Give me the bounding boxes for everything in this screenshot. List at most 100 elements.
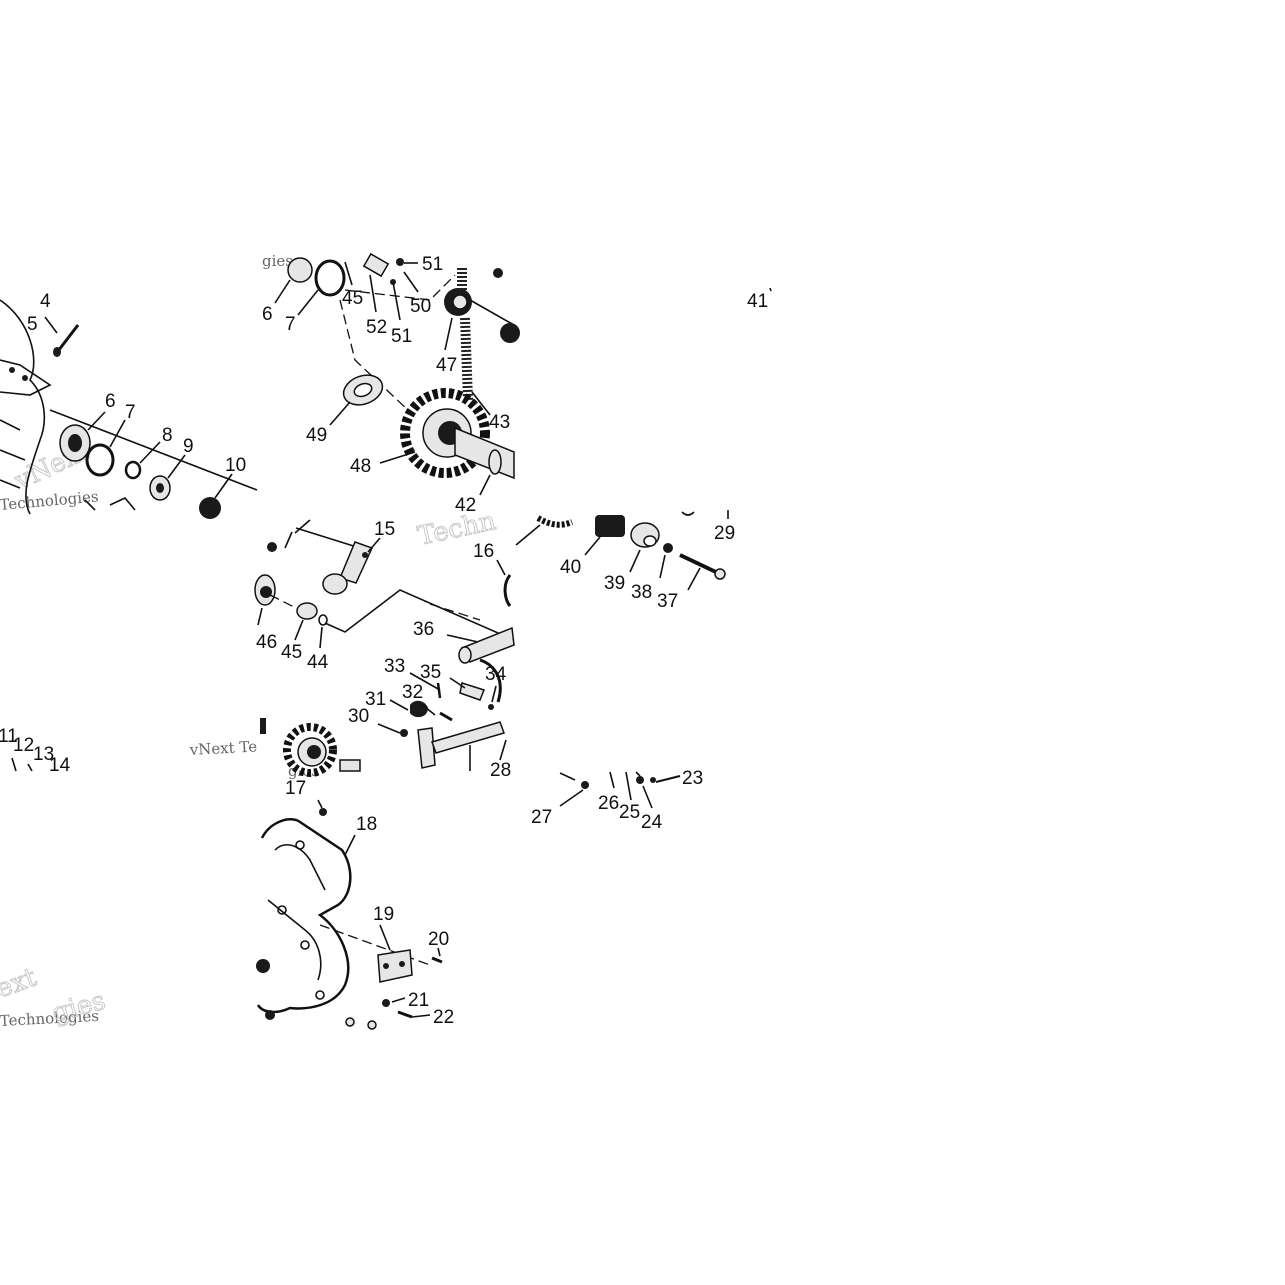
leader-line — [319, 626, 323, 649]
part-label: 44 — [307, 652, 329, 673]
gear-cover — [256, 818, 352, 1014]
leader-line — [629, 549, 641, 573]
clip — [410, 700, 428, 718]
leader-line — [294, 519, 311, 534]
leader-line — [609, 771, 615, 789]
leader-line — [584, 536, 601, 556]
leader-line — [377, 723, 401, 734]
leader-line — [499, 739, 507, 761]
thrust-washer-hole — [353, 382, 373, 398]
part-label: 40 — [560, 557, 581, 578]
shift-fork-arm — [479, 658, 502, 703]
washer — [663, 543, 673, 553]
leader-line — [367, 537, 381, 553]
leader-line — [369, 274, 377, 313]
shift-rod — [324, 589, 515, 641]
part-label: 25 — [619, 802, 640, 823]
tile-3: 41 — [747, 287, 772, 312]
part-label: 23 — [682, 768, 703, 789]
bolt-head — [319, 808, 327, 816]
part-label: 43 — [489, 412, 510, 433]
bolt-head — [488, 704, 494, 710]
part-label: 6 — [105, 391, 116, 412]
bolt — [436, 682, 442, 699]
watermark-text: Technologies — [0, 487, 99, 514]
leader-line — [379, 451, 416, 464]
bushing-bore — [643, 535, 657, 547]
part-label: 38 — [631, 582, 652, 603]
shaft-axis-line — [469, 299, 515, 326]
sprocket-fragment — [493, 268, 503, 278]
fragment-parts — [84, 497, 136, 511]
link-rod — [295, 527, 361, 549]
pin — [362, 552, 368, 558]
part-label: 42 — [455, 495, 476, 516]
leader-line — [294, 619, 304, 641]
part-label: 30 — [348, 706, 369, 727]
tile-9-fasteners: 23 24 25 26 27 — [531, 768, 703, 833]
bolt-hole — [315, 990, 325, 1000]
leader-line — [446, 634, 479, 643]
leader-line — [559, 789, 584, 807]
clutch-drum — [595, 515, 625, 537]
assembly-line — [344, 274, 456, 301]
part-label: 20 — [428, 929, 449, 950]
watermarks: Techn vNext Technologies vNext Te ext Te… — [0, 252, 499, 1030]
leader-line — [274, 279, 291, 304]
leader-line — [437, 947, 441, 957]
housing-ribs — [0, 419, 26, 489]
part-label: 52 — [366, 317, 387, 338]
part-label: 28 — [490, 760, 511, 781]
leader-line — [625, 771, 632, 801]
leader-line — [44, 316, 58, 334]
part-fragment — [339, 759, 361, 772]
part-label: 39 — [604, 573, 625, 594]
part-label: 49 — [306, 425, 327, 446]
leader-line — [167, 454, 186, 479]
leader-line — [392, 281, 401, 321]
sprocket-hub — [307, 745, 321, 759]
tile-8-cover: 17 18 19 20 21 22 — [256, 778, 454, 1030]
part-label: 33 — [384, 656, 405, 677]
cover-ribs — [267, 844, 326, 981]
part-label: 48 — [350, 456, 371, 477]
screw — [431, 956, 443, 964]
leader-line — [379, 924, 391, 951]
part-label: 34 — [485, 664, 507, 685]
leader-line — [257, 607, 263, 626]
drain-plug — [256, 959, 270, 973]
bearing-center — [260, 586, 272, 598]
sprocket-fragment — [500, 323, 520, 343]
part-fragment — [260, 718, 266, 734]
part-label: 35 — [420, 662, 441, 683]
bracket-hole — [383, 963, 389, 969]
o-ring — [314, 259, 346, 297]
part-label: 31 — [365, 689, 386, 710]
bolt-hole — [300, 940, 310, 950]
pin — [439, 711, 453, 722]
bolt-head — [714, 568, 726, 580]
watermark-text: Technologies — [0, 1007, 99, 1030]
part-label: 45 — [342, 288, 363, 309]
shaft-spline — [488, 449, 502, 475]
leader-line — [659, 554, 666, 579]
part-label: 7 — [285, 314, 296, 335]
small-sprocket-hub — [452, 294, 468, 310]
leader-line — [344, 834, 356, 856]
leader-line — [317, 799, 323, 809]
part-label: 6 — [262, 304, 273, 325]
bolt-head — [267, 542, 277, 552]
tile-6-clutch-parts: 40 39 38 37 29 — [515, 510, 735, 612]
bolt-head — [581, 781, 589, 789]
shift-lever — [417, 727, 436, 769]
part-label: 21 — [408, 990, 429, 1011]
bolt — [397, 1010, 413, 1019]
bolt-head — [650, 777, 656, 783]
bolt-hole — [277, 905, 287, 915]
bolt-hole — [9, 367, 15, 373]
leader-line — [559, 772, 576, 781]
tile-2-gear-assembly: 6 7 45 51 50 52 51 47 43 49 48 42 — [262, 252, 520, 516]
part-label: 46 — [256, 632, 277, 653]
assembly-line — [269, 594, 301, 611]
sprocket-fragment — [536, 515, 574, 528]
